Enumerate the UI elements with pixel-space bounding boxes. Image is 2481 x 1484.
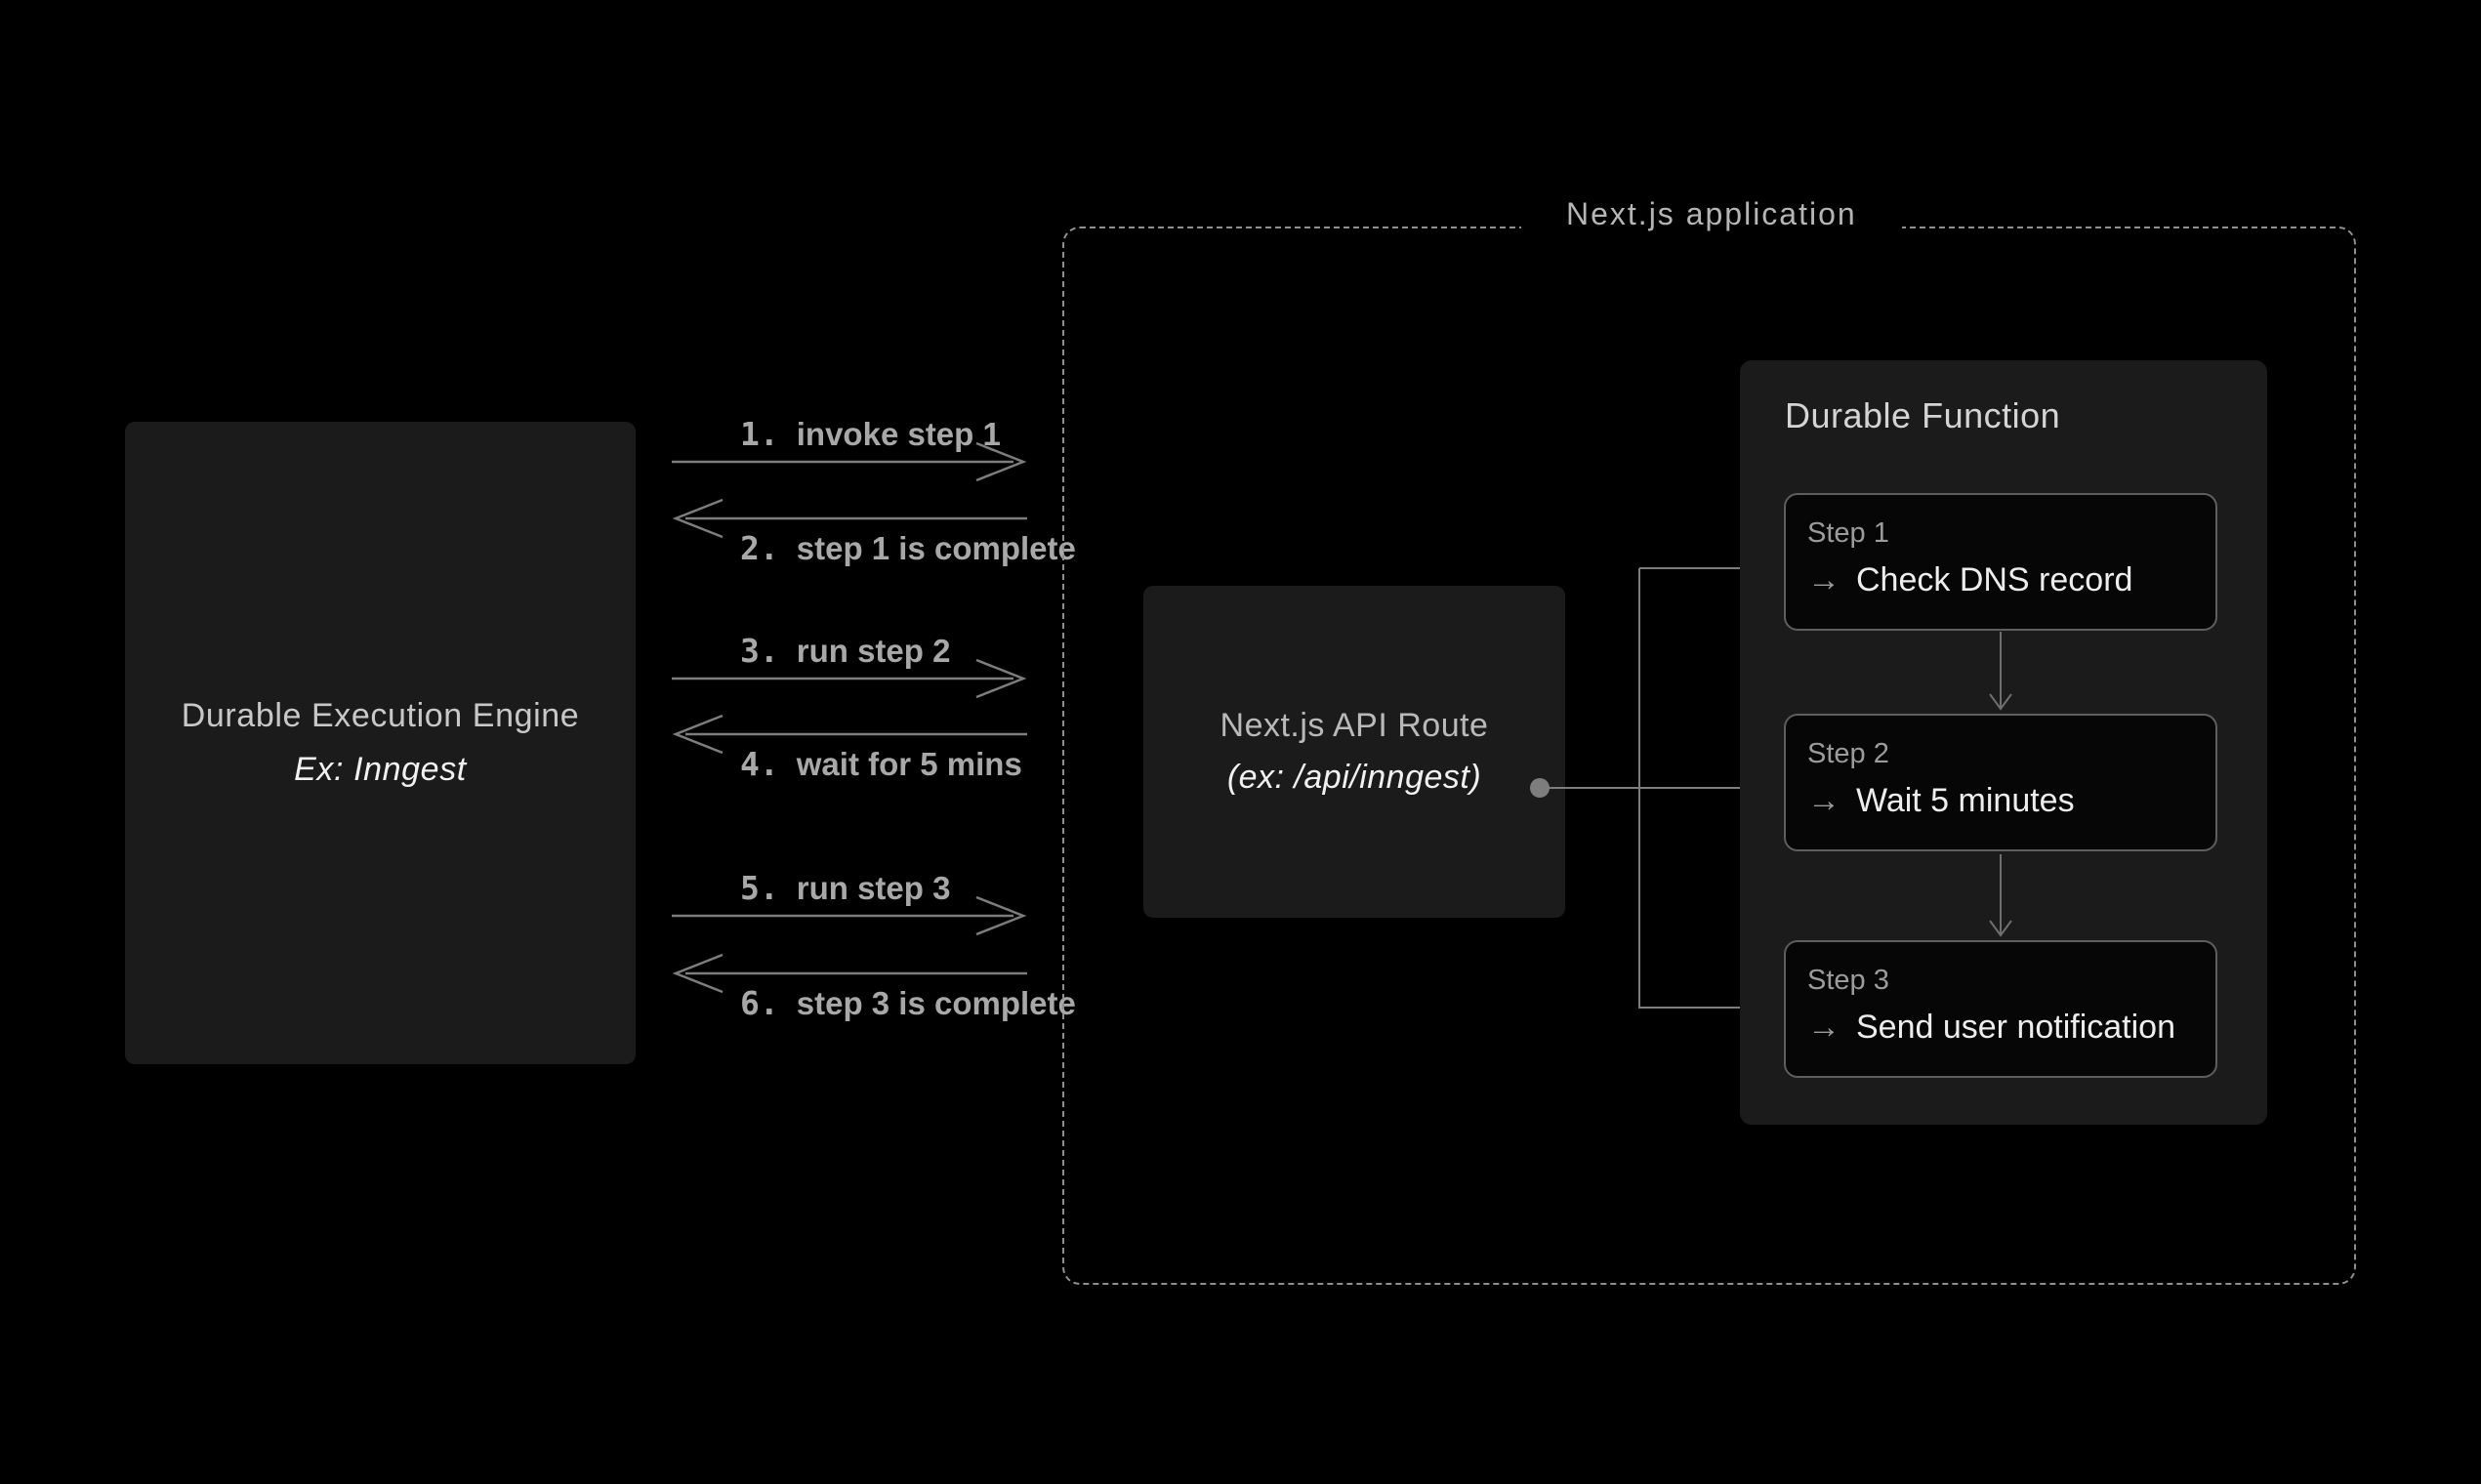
sequence-message-4: 4. wait for 5 mins <box>740 744 1022 785</box>
engine-title: Durable Execution Engine <box>181 697 580 734</box>
durable-function-title: Durable Function <box>1785 395 2061 435</box>
message-text: run step 2 <box>796 633 951 669</box>
durable-function-panel: Durable Function Step 1 → Check DNS recor… <box>1740 360 2267 1125</box>
right-arrow-icon: → <box>1807 1009 1840 1046</box>
message-text: invoke step 1 <box>796 416 1001 452</box>
message-number: 5. <box>740 869 779 907</box>
arrow-left-icon <box>672 711 1027 758</box>
sequence-message-3: 3. run step 2 <box>740 631 950 672</box>
connector-line-step3 <box>1639 1007 1784 1009</box>
arrow-left-icon <box>672 495 1027 542</box>
step-label: Step 3 <box>1807 965 1889 996</box>
message-text: step 1 is complete <box>796 530 1076 566</box>
arrow-right-icon <box>672 892 1027 939</box>
durable-execution-engine-box: Durable Execution Engine Ex: Inngest <box>125 422 636 1064</box>
connector-line-step1 <box>1639 567 1784 569</box>
connector-dot <box>1530 778 1550 798</box>
nextjs-api-route-box: Next.js API Route (ex: /api/inngest) <box>1143 586 1565 918</box>
sequence-message-1: 1. invoke step 1 <box>740 414 1001 455</box>
api-route-subtitle: (ex: /api/inngest) <box>1226 759 1482 796</box>
right-arrow-icon: → <box>1807 782 1840 819</box>
step-action: → Send user notification <box>1807 1009 2215 1047</box>
step-label: Step 1 <box>1807 517 1889 549</box>
sequence-message-2: 2. step 1 is complete <box>740 528 1076 569</box>
message-number: 6. <box>740 984 779 1022</box>
nextjs-application-container: Next.js application <box>1062 189 2356 1285</box>
step-box-1: Step 1 → Check DNS record <box>1784 493 2217 631</box>
down-arrow-icon <box>1987 854 2014 943</box>
arrow-left-icon <box>672 950 1027 997</box>
engine-subtitle: Ex: Inngest <box>294 751 467 788</box>
nextjs-application-label: Next.js application <box>1521 189 1902 238</box>
step-action-text: Check DNS record <box>1856 561 2133 598</box>
message-text: run step 3 <box>796 870 951 906</box>
step-action-text: Wait 5 minutes <box>1856 782 2075 819</box>
message-number: 4. <box>740 745 779 783</box>
step-action-text: Send user notification <box>1856 1009 2175 1046</box>
arrow-right-icon <box>672 438 1027 485</box>
step-action: → Wait 5 minutes <box>1807 782 2215 820</box>
right-arrow-icon: → <box>1807 561 1840 598</box>
connector-line-step2 <box>1540 787 1784 789</box>
step-action: → Check DNS record <box>1807 561 2215 599</box>
message-number: 1. <box>740 415 779 453</box>
message-text: step 3 is complete <box>796 985 1076 1021</box>
message-number: 2. <box>740 529 779 567</box>
step-box-3: Step 3 → Send user notification <box>1784 940 2217 1078</box>
step-box-2: Step 2 → Wait 5 minutes <box>1784 714 2217 851</box>
message-number: 3. <box>740 632 779 670</box>
down-arrow-icon <box>1987 632 2014 717</box>
sequence-message-6: 6. step 3 is complete <box>740 983 1076 1024</box>
api-route-title: Next.js API Route <box>1220 707 1489 744</box>
sequence-message-5: 5. run step 3 <box>740 868 950 909</box>
message-text: wait for 5 mins <box>796 746 1022 782</box>
arrow-right-icon <box>672 655 1027 702</box>
step-label: Step 2 <box>1807 738 1889 769</box>
